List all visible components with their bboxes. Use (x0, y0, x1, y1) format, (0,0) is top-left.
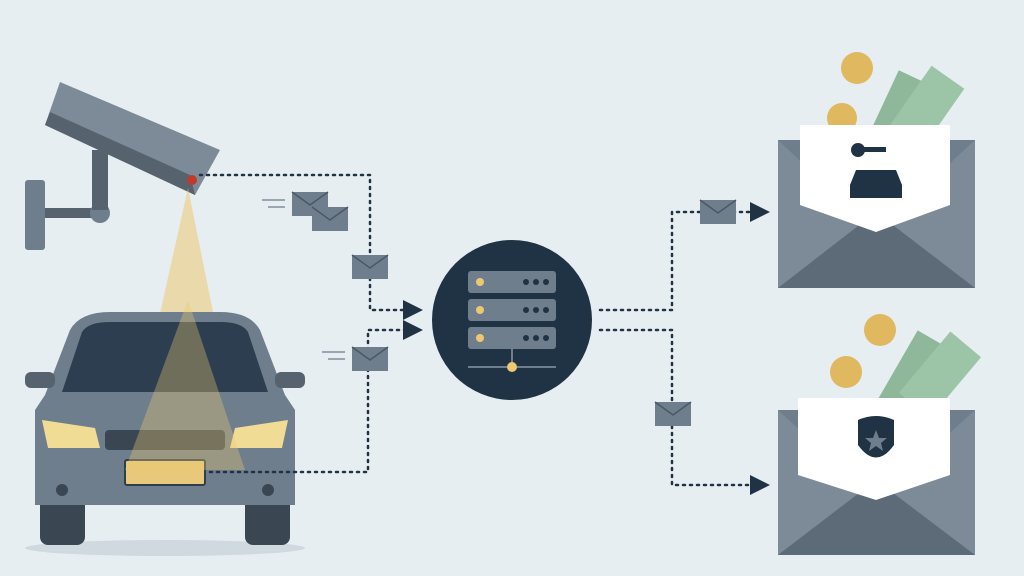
envelope-icon (351, 254, 389, 280)
camera-led (187, 175, 197, 185)
message-envelopes (262, 191, 737, 427)
side-mirror-right (275, 372, 305, 388)
car (25, 300, 305, 556)
coin-icon (841, 52, 873, 84)
envelope-police (778, 314, 982, 555)
envelope-icon (351, 346, 389, 372)
windshield (62, 322, 268, 392)
coin-icon (864, 314, 896, 346)
key-icon (851, 143, 865, 157)
car-icon (850, 170, 902, 198)
side-mirror-left (25, 372, 55, 388)
license-plate (124, 459, 206, 486)
envelope-icon (699, 199, 737, 225)
headlight-right (230, 420, 288, 448)
coin-icon (830, 356, 862, 388)
server-hub (432, 240, 592, 400)
headlight-left (42, 420, 100, 448)
camera-body (45, 82, 220, 195)
envelope-icon (654, 401, 692, 427)
envelope-icon (311, 206, 349, 232)
server-icon (468, 271, 556, 372)
wall-mount (25, 180, 45, 250)
grille (105, 430, 225, 450)
envelope-vehicle-owner (778, 52, 975, 288)
